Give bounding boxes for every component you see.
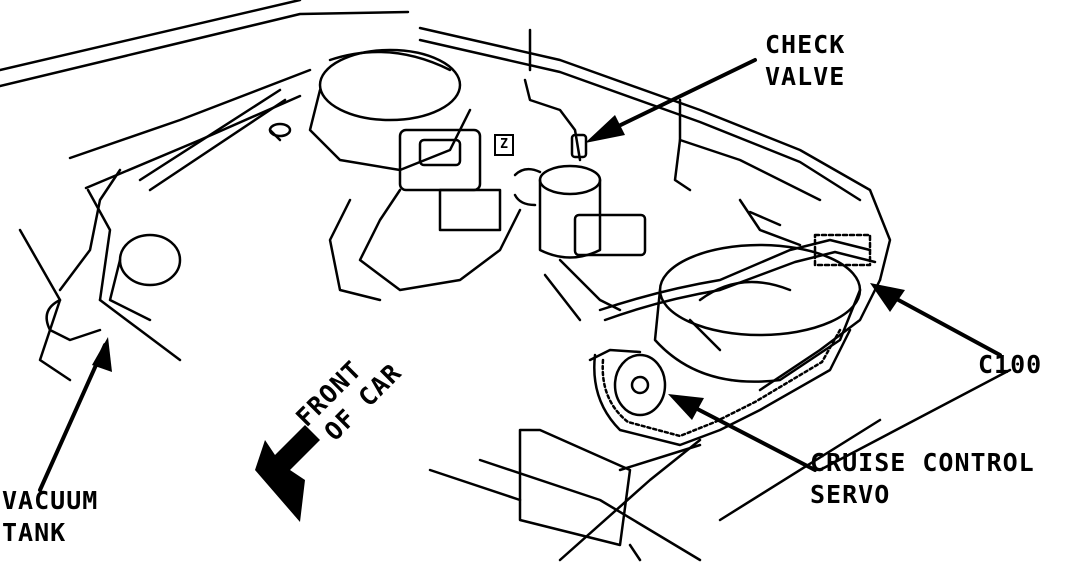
check-valve-label-line2: VALVE — [765, 62, 846, 91]
c100-harness — [598, 198, 877, 322]
battery — [653, 243, 862, 383]
check-valve — [523, 28, 692, 192]
vacuum-tank-label-line2: TANK — [2, 518, 67, 547]
leader-arrows — [38, 58, 1002, 492]
master-cylinder — [513, 164, 647, 322]
right-fender — [418, 26, 892, 392]
vacuum-tank-label-line1: VACUUM — [2, 486, 99, 515]
air-cleaner — [308, 48, 472, 172]
check-valve-label-line1: CHECK — [765, 30, 846, 59]
arrowheads — [92, 115, 905, 420]
z-marker: Z — [494, 134, 514, 156]
front-arrow — [255, 425, 320, 522]
vacuum-tank — [45, 88, 292, 342]
cruise-control-label-line1: CRUISE CONTROL — [810, 448, 1035, 477]
c100-label: C100 — [978, 350, 1043, 379]
cruise-control-label-line2: SERVO — [810, 480, 891, 509]
front-support — [428, 368, 1012, 562]
throttle-body — [328, 128, 522, 302]
cruise-servo — [588, 328, 852, 447]
